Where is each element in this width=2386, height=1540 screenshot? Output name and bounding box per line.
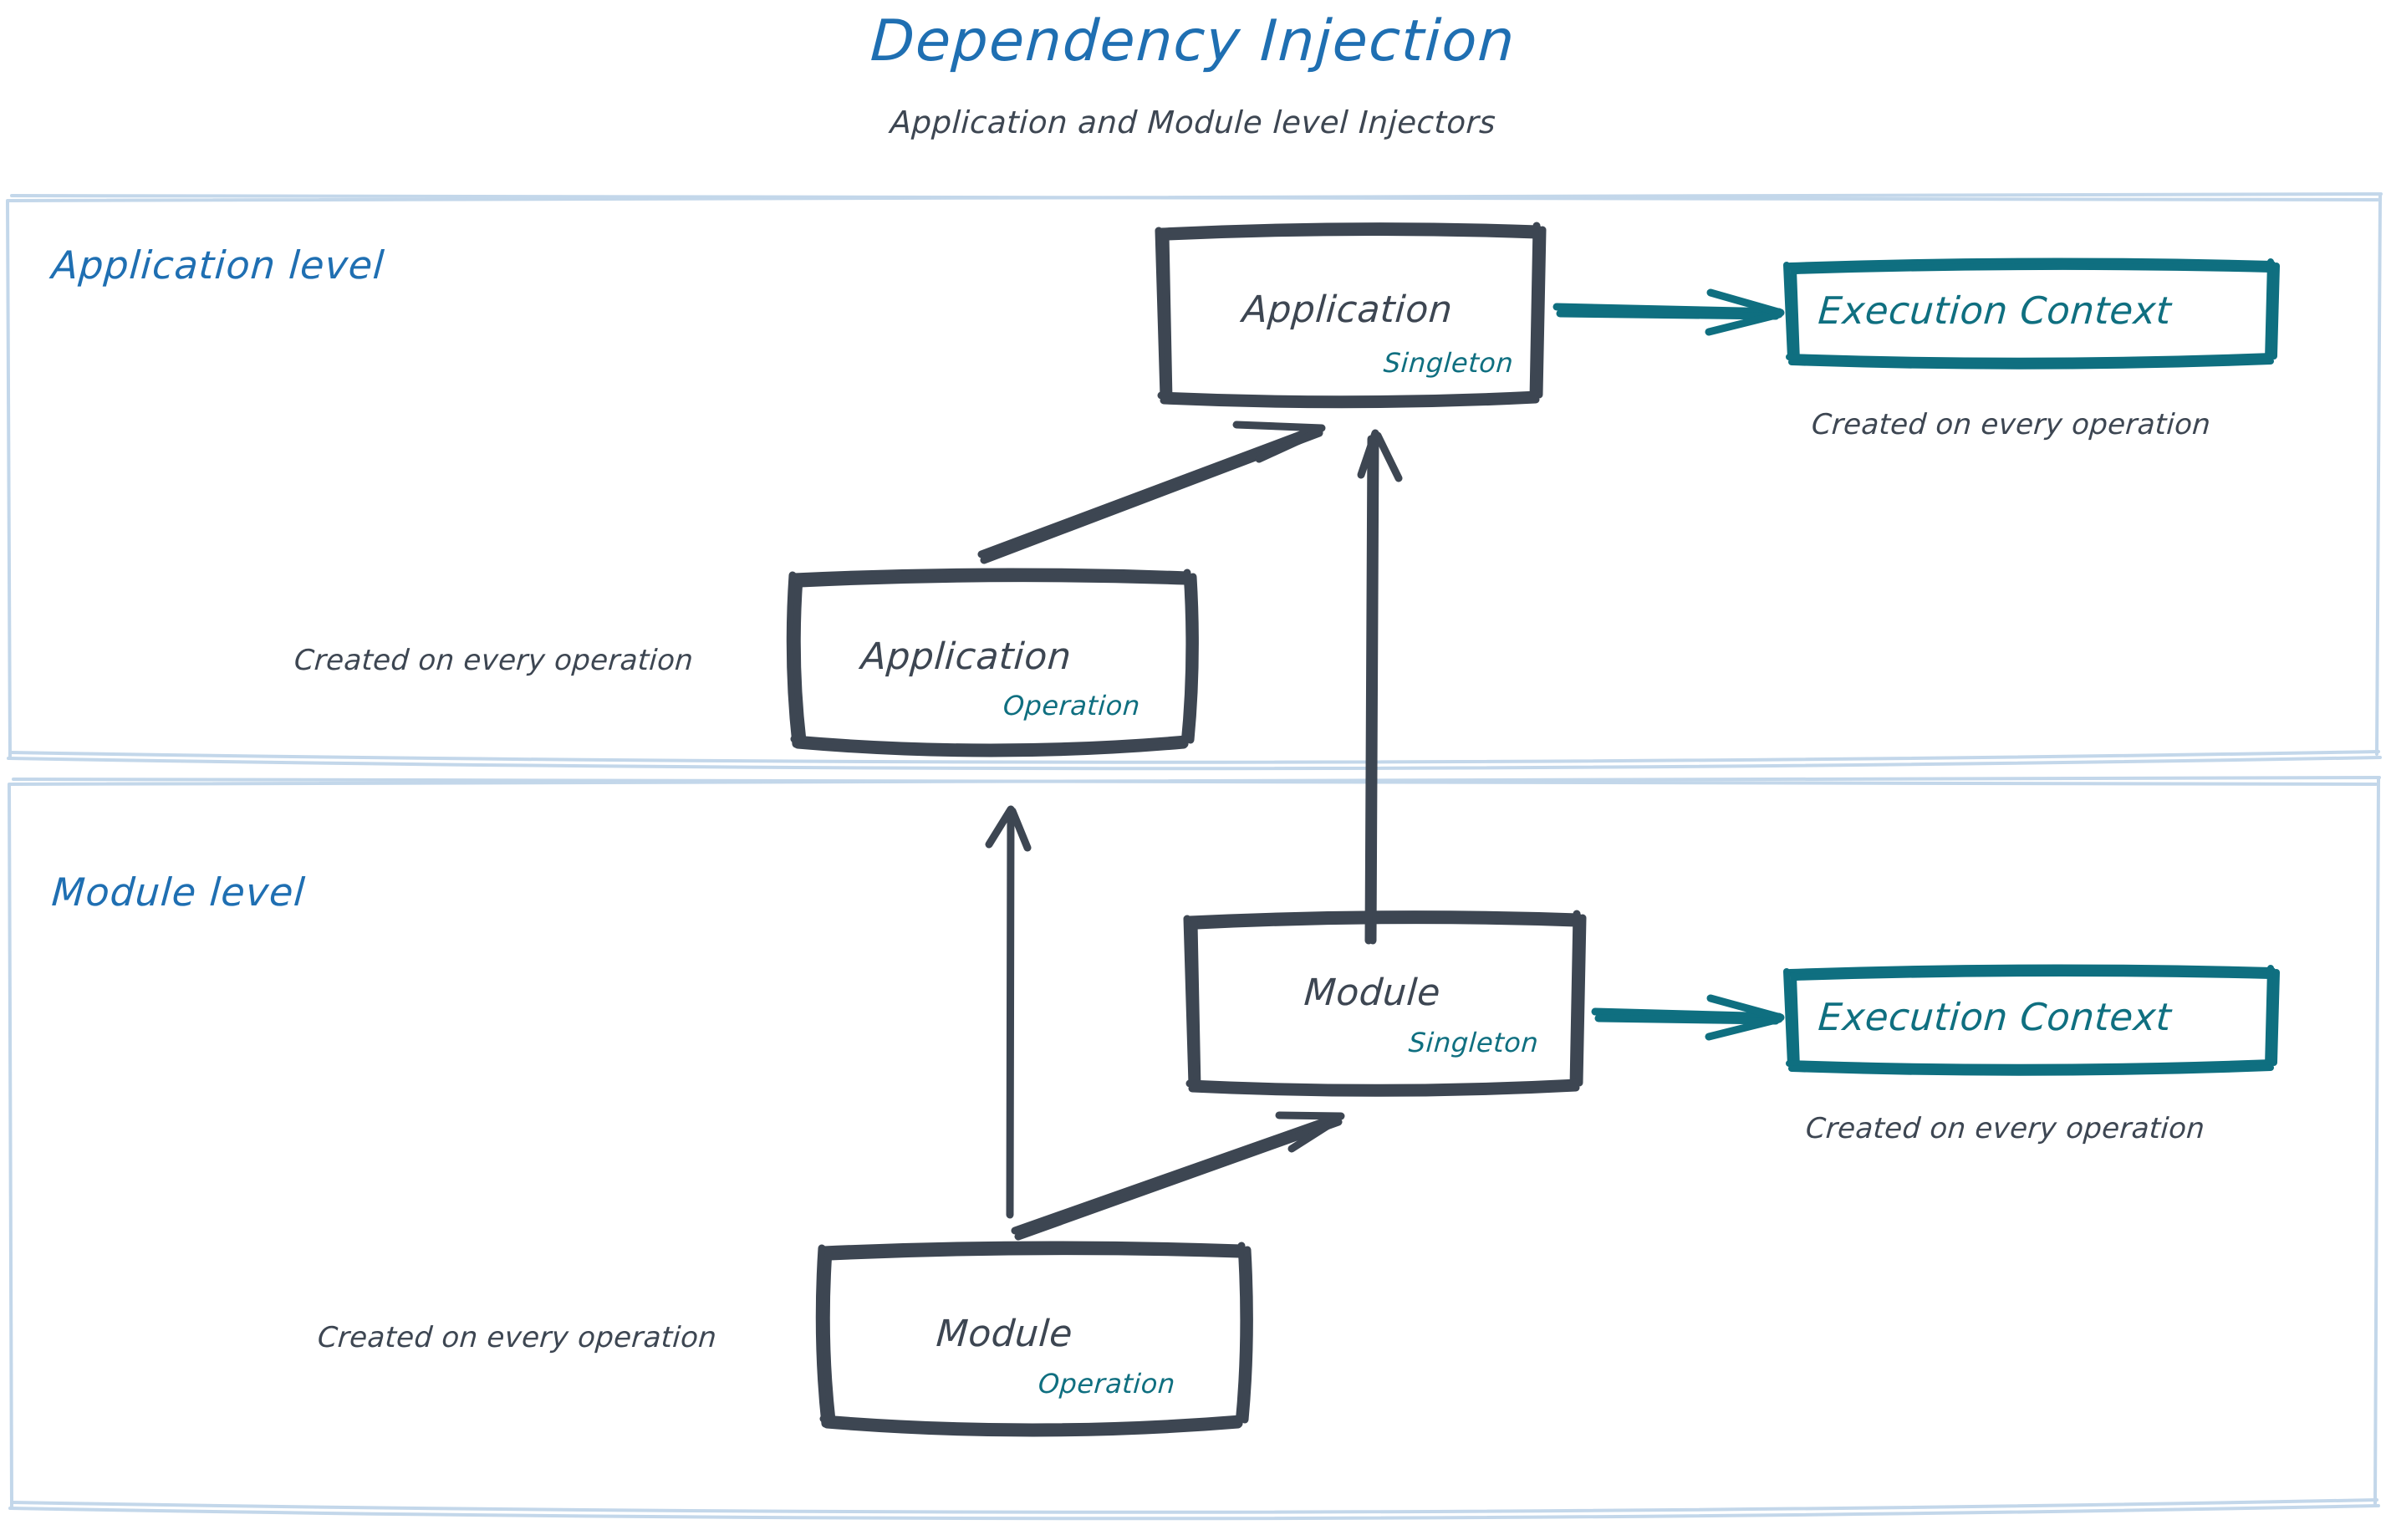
- page-subtitle: Application and Module level Injectors: [889, 105, 1497, 140]
- application-operation-caption: Created on every operation: [293, 644, 695, 677]
- execution-context-bottom-box[interactable]: [1783, 964, 2280, 1076]
- module-singleton-scope: Singleton: [1407, 1027, 1540, 1058]
- application-singleton-box[interactable]: [1155, 222, 1547, 409]
- application-level-container: [6, 192, 2383, 771]
- page-title: Dependency Injection: [869, 8, 1517, 74]
- edge-module-operation-to-app-operation: [985, 805, 1032, 1219]
- module-level-container: [8, 776, 2381, 1521]
- edge-module-singleton-to-app-singleton: [1357, 429, 1403, 945]
- edge-app-singleton-to-execution-context: [1552, 288, 1785, 336]
- execution-context-bottom-title: Execution Context: [1817, 995, 2173, 1039]
- application-operation-title: Application: [859, 635, 1073, 678]
- execution-context-top-caption: Created on every operation: [1810, 408, 2212, 441]
- module-level-label: Module level: [50, 869, 308, 915]
- module-operation-box[interactable]: [815, 1241, 1253, 1437]
- module-singleton-box[interactable]: [1183, 910, 1587, 1097]
- application-singleton-scope: Singleton: [1382, 347, 1515, 379]
- execution-context-top-box[interactable]: [1783, 258, 2280, 370]
- module-operation-scope: Operation: [1037, 1368, 1177, 1400]
- edge-module-operation-to-module-singleton: [1011, 1111, 1345, 1241]
- application-operation-scope: Operation: [1002, 690, 1142, 722]
- module-operation-title: Module: [935, 1313, 1074, 1355]
- application-level-label: Application level: [50, 242, 386, 288]
- execution-context-top-title: Execution Context: [1817, 288, 2173, 333]
- edge-module-singleton-to-execution-context: [1591, 994, 1785, 1041]
- module-operation-caption: Created on every operation: [316, 1321, 718, 1354]
- application-singleton-title: Application: [1241, 288, 1455, 331]
- application-operation-box[interactable]: [786, 568, 1199, 757]
- execution-context-bottom-caption: Created on every operation: [1804, 1112, 2206, 1145]
- module-singleton-title: Module: [1303, 971, 1442, 1014]
- edge-app-operation-to-app-singleton: [977, 421, 1326, 564]
